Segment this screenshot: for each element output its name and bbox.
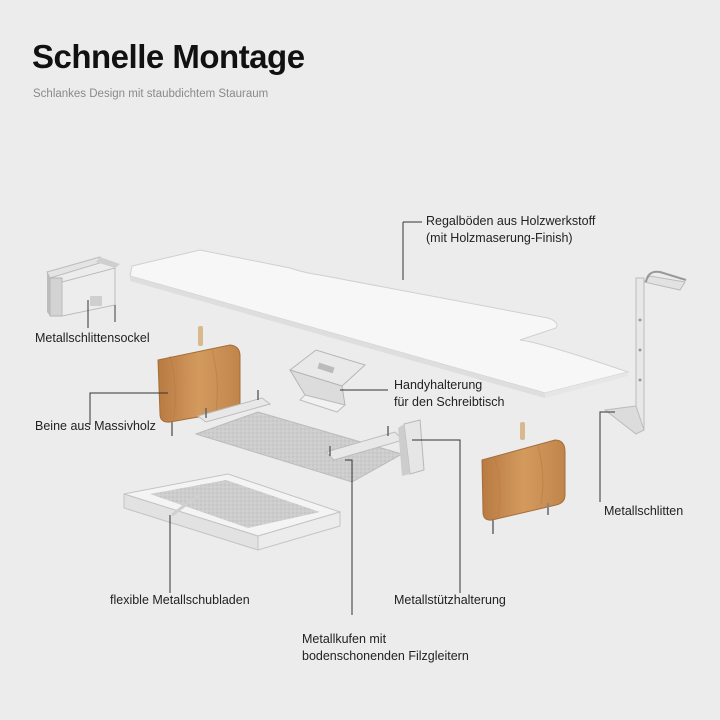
label-phone-line2: für den Schreibtisch xyxy=(394,395,505,409)
wooden-leg-left xyxy=(157,326,241,436)
metal-sled-base xyxy=(46,256,120,322)
label-wood-legs: Beine aus Massivholz xyxy=(35,419,156,433)
leader-wood-legs xyxy=(89,392,168,425)
label-support: Metallstützhalterung xyxy=(394,593,506,607)
felt-tray-with-runners xyxy=(194,390,404,483)
metal-sled xyxy=(603,270,687,435)
metal-drawer xyxy=(123,473,342,551)
label-drawer: flexible Metallschubladen xyxy=(110,593,250,607)
wooden-leg-right xyxy=(481,422,566,534)
leader-runners xyxy=(345,459,353,615)
page-title: Schnelle Montage xyxy=(32,38,305,75)
metal-support-bracket xyxy=(398,419,425,476)
label-shelf-line1: Regalböden aus Holzwerkstoff xyxy=(426,214,596,228)
label-runners-line1: Metallkufen mit xyxy=(302,632,387,646)
label-shelf-line2: (mit Holzmaserung-Finish) xyxy=(426,231,573,245)
shelf-board xyxy=(129,249,630,398)
label-sled: Metallschlitten xyxy=(604,504,684,518)
label-runners-line2: bodenschonenden Filzgleitern xyxy=(302,649,469,663)
phone-holder xyxy=(288,349,366,413)
label-shelf: Regalböden aus Holzwerkstoff (mit Holzma… xyxy=(426,213,595,247)
leader-support xyxy=(412,439,461,593)
page-subtitle: Schlankes Design mit staubdichtem Staura… xyxy=(33,88,269,100)
label-phone-line1: Handyhalterung xyxy=(394,378,483,392)
label-phone-holder: Handyhalterung für den Schreibtisch xyxy=(394,377,504,411)
label-sled-base: Metallschlittensockel xyxy=(35,331,150,345)
leader-sled xyxy=(599,411,615,502)
label-runners: Metallkufen mit bodenschonenden Filzglei… xyxy=(302,631,469,665)
